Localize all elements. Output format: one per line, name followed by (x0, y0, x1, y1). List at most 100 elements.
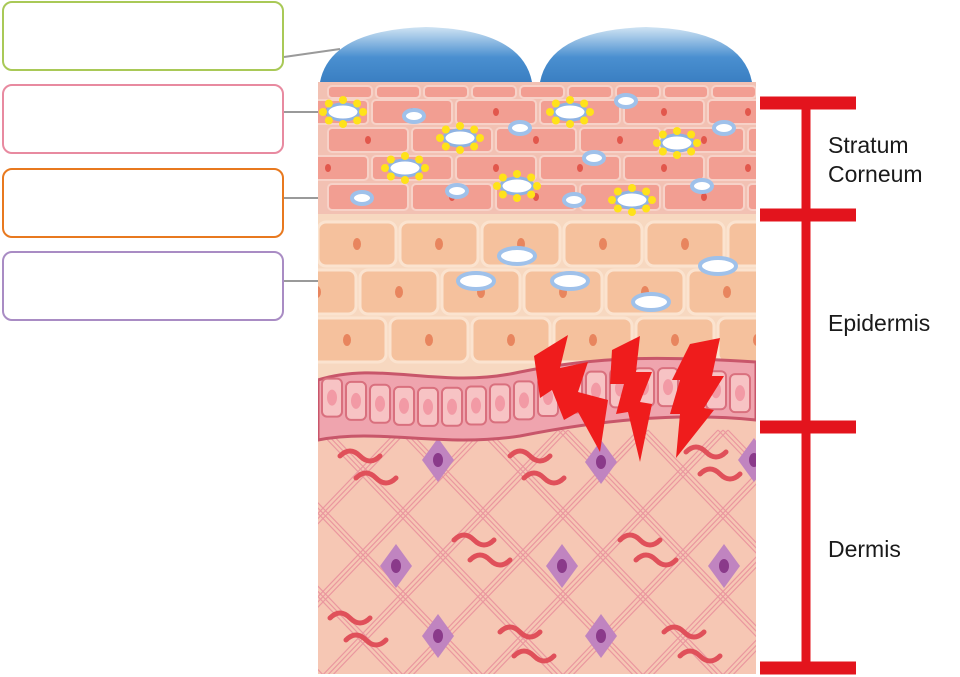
corneum-cell (664, 86, 708, 98)
lipid-dot (527, 174, 535, 182)
lipid-dot (387, 156, 395, 164)
cell-nucleus (395, 286, 403, 298)
cell-nucleus (375, 396, 385, 412)
fibroblast-nucleus (596, 629, 606, 643)
fibroblast-nucleus (433, 453, 443, 467)
lipid-dot (552, 100, 560, 108)
label-stratum-line1: Stratum (828, 131, 909, 159)
fibroblast-nucleus (557, 559, 567, 573)
fiber (0, 430, 158, 677)
cell-nucleus (701, 193, 707, 201)
label-stratum-line2: Corneum (828, 160, 923, 188)
lipid-dot (580, 116, 588, 124)
lipid-dot (628, 184, 636, 192)
cell-nucleus (399, 398, 409, 414)
lipid-dot (325, 100, 333, 108)
lipid-dot (687, 147, 695, 155)
lipid-dot (566, 96, 574, 104)
cell-nucleus (745, 108, 751, 116)
lipid-dot (513, 170, 521, 178)
fiber (3, 430, 243, 677)
cell-nucleus (753, 334, 761, 346)
moisture-capsule (633, 294, 669, 310)
cell-nucleus (701, 136, 707, 144)
cell-nucleus (425, 334, 433, 346)
cell-nucleus (663, 379, 673, 395)
lipid-dot (673, 127, 681, 135)
cell-nucleus (763, 238, 771, 250)
corneum-cell (376, 86, 420, 98)
moisture-capsule (404, 110, 424, 122)
fiber (88, 430, 328, 677)
lipid-dot (353, 100, 361, 108)
fiber (0, 430, 83, 677)
corneum-cell (568, 86, 612, 98)
lipid-dot (476, 134, 484, 142)
cell-nucleus (327, 390, 337, 406)
fiber (0, 430, 3, 677)
corneum-cell (748, 128, 828, 152)
lipid-dot (381, 164, 389, 172)
lipid-dot (693, 139, 701, 147)
lipid-dot (401, 176, 409, 184)
cell-nucleus (785, 193, 791, 201)
lipid-dot (499, 174, 507, 182)
lipid-core (501, 178, 533, 194)
water-droplet-right (540, 27, 752, 82)
fiber (83, 430, 323, 677)
cell-nucleus (365, 136, 371, 144)
cell-nucleus (599, 238, 607, 250)
cell-nucleus (343, 334, 351, 346)
lipid-dot (359, 108, 367, 116)
fiber (0, 430, 78, 677)
fiber (0, 430, 88, 677)
leader-line-water (284, 49, 340, 57)
lipid-dot (470, 142, 478, 150)
lipid-dot (415, 172, 423, 180)
moisture-capsule (510, 122, 530, 134)
lipid-dot (566, 120, 574, 128)
cell-nucleus (313, 286, 321, 298)
lipid-dot (586, 108, 594, 116)
fiber (3, 430, 243, 677)
lipid-core (327, 104, 359, 120)
lipid-dot (580, 100, 588, 108)
fiber (88, 430, 328, 677)
moisture-capsule (552, 273, 588, 289)
moisture-capsule (692, 180, 712, 192)
lipid-dot (673, 151, 681, 159)
lipid-dot (456, 146, 464, 154)
lipid-dot (415, 156, 423, 164)
fiber (0, 430, 83, 677)
lipid-dot (642, 204, 650, 212)
cell-nucleus (507, 334, 515, 346)
lipid-dot (513, 194, 521, 202)
moisture-capsule (714, 122, 734, 134)
lipid-core (616, 192, 648, 208)
lipid-dot (339, 96, 347, 104)
corneum-cell (712, 86, 756, 98)
moisture-capsule (447, 185, 467, 197)
cell-nucleus (589, 334, 597, 346)
fiber (0, 430, 238, 677)
fiber (0, 430, 168, 677)
fiber (0, 430, 3, 677)
moisture-capsule (458, 273, 494, 289)
fiber (0, 430, 88, 677)
lipid-dot (442, 142, 450, 150)
epidermis-cell (718, 318, 796, 362)
fiber (8, 430, 248, 677)
lipid-dot (687, 131, 695, 139)
lipid-dot (401, 152, 409, 160)
fibroblast-nucleus (749, 453, 759, 467)
lipid-dot (499, 190, 507, 198)
surface-droplets (320, 27, 752, 82)
fiber (0, 430, 8, 677)
corneum-cell (328, 86, 372, 98)
lipid-dot (527, 190, 535, 198)
lipid-core (554, 104, 586, 120)
lipid-dot (653, 139, 661, 147)
corneum-cell (748, 184, 828, 210)
lipid-dot (659, 147, 667, 155)
corneum-cell (472, 86, 516, 98)
